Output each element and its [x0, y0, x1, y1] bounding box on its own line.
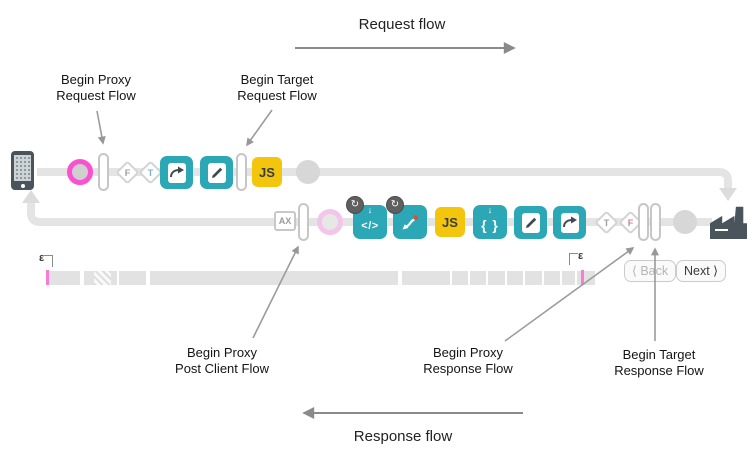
rotate-badge-icon: ↻ — [346, 196, 364, 214]
begin-proxy-post-client-flow-marker[interactable] — [298, 203, 309, 241]
condition-false-diamond[interactable]: F — [115, 160, 140, 185]
factory-door — [715, 228, 728, 231]
javascript-policy-step[interactable]: JS — [435, 207, 465, 237]
braces-icon: ↓ { } — [473, 205, 507, 239]
timeline-segment — [544, 271, 560, 285]
arrow-begin-proxy-request — [96, 110, 106, 145]
begin-proxy-response-flow-marker[interactable] — [638, 203, 649, 241]
response-flow-label: Response flow — [353, 428, 453, 445]
javascript-policy-step[interactable]: JS — [252, 157, 282, 187]
timeline-segment — [577, 271, 595, 285]
timeline-segment — [562, 271, 575, 285]
timeline-left-marker: ε — [39, 252, 54, 267]
begin-proxy-request-flow-marker[interactable] — [98, 153, 109, 191]
timeline-segment — [525, 271, 542, 285]
analytics-step[interactable]: AX — [274, 211, 296, 231]
request-flow-label: Request flow — [358, 16, 446, 33]
route-arrow-icon — [402, 215, 419, 230]
annotation-line: Post Client Flow — [175, 361, 269, 376]
timeline-segment — [48, 271, 80, 285]
epsilon-label: ε — [39, 252, 45, 264]
down-arrow-icon: ↓ — [487, 205, 493, 215]
annotation-line: Response Flow — [614, 363, 704, 378]
next-button[interactable]: Next ⟩ — [676, 260, 727, 282]
assign-message-policy-step[interactable] — [160, 156, 193, 189]
request-received-step[interactable] — [67, 159, 93, 185]
timeline-segment — [119, 271, 146, 285]
timeline-segment — [452, 271, 468, 285]
annotation-line: Begin Proxy — [60, 72, 132, 87]
code-glyph: </> — [361, 219, 379, 232]
condition-letter: T — [147, 167, 154, 178]
timeline-segment — [470, 271, 486, 285]
phone-home-button — [20, 184, 25, 188]
arrow-begin-proxy-post-client — [252, 245, 299, 339]
annotation-begin-proxy-response-flow: Begin Proxy Response Flow — [406, 345, 530, 377]
request-sent-step[interactable] — [296, 160, 320, 184]
back-button[interactable]: ⟨ Back — [624, 260, 677, 282]
condition-letter: F — [124, 167, 131, 178]
factory-shape — [710, 206, 747, 239]
timeline-tick-start — [46, 270, 49, 285]
response-sent-step[interactable] — [317, 209, 343, 235]
annotation-line: Begin Proxy — [186, 345, 258, 360]
timeline-segment — [402, 271, 450, 285]
to-client-arrowhead — [22, 190, 40, 203]
braces-glyph: { } — [481, 217, 499, 233]
red-dot — [413, 215, 419, 220]
rotate-badge-icon: ↻ — [386, 196, 404, 214]
begin-target-response-flow-marker[interactable] — [650, 203, 661, 241]
condition-true-diamond[interactable]: T — [138, 160, 163, 185]
epsilon-label: ε — [578, 250, 584, 262]
ax-label: AX — [278, 216, 292, 226]
arrow-begin-target-request — [246, 109, 273, 147]
edit-policy-step[interactable] — [514, 206, 547, 239]
client-smartphone-icon[interactable] — [11, 151, 34, 190]
assign-message-policy-step[interactable] — [553, 206, 586, 239]
condition-letter: F — [627, 217, 634, 228]
timeline-segment — [150, 271, 398, 285]
annotation-line: Response Flow — [423, 361, 513, 376]
timeline-tick-end — [581, 270, 584, 285]
condition-letter: T — [603, 217, 610, 228]
annotation-line: Begin Proxy — [432, 345, 504, 360]
route-policy-step[interactable]: ↻ — [386, 196, 427, 239]
annotation-begin-target-response-flow: Begin Target Response Flow — [597, 347, 721, 379]
bracket-right-icon — [44, 255, 54, 267]
bracket-left-icon — [569, 253, 578, 265]
to-target-arrowhead — [719, 188, 737, 201]
target-factory-icon[interactable] — [710, 204, 747, 239]
annotation-line: Request Flow — [56, 88, 136, 103]
response-received-step[interactable] — [673, 210, 697, 234]
annotation-begin-target-request-flow: Begin Target Request Flow — [215, 72, 339, 104]
pencil-icon — [207, 162, 226, 183]
js-label: JS — [259, 164, 275, 180]
js-label: JS — [442, 214, 458, 230]
annotation-line: Request Flow — [237, 88, 317, 103]
share-icon — [560, 212, 579, 233]
timeline-segment — [84, 271, 94, 285]
annotation-line: Begin Target — [240, 72, 314, 87]
phone-screen — [14, 155, 31, 181]
timeline-segment-hatched — [94, 271, 111, 285]
begin-target-request-flow-marker[interactable] — [236, 153, 247, 191]
timeline-track[interactable] — [48, 271, 595, 285]
edit-policy-step[interactable] — [200, 156, 233, 189]
annotation-line: Begin Target — [622, 347, 696, 362]
pencil-icon — [521, 212, 540, 233]
timeline-segment — [507, 271, 523, 285]
annotation-begin-proxy-request-flow: Begin Proxy Request Flow — [34, 72, 158, 104]
extract-variables-policy-step[interactable]: ↓ </> ↻ — [346, 196, 387, 239]
share-icon — [167, 162, 186, 183]
json-policy-step[interactable]: ↓ { } — [473, 205, 507, 239]
timeline-segment — [488, 271, 505, 285]
timeline-right-marker: ε — [569, 251, 583, 265]
annotation-begin-proxy-post-client-flow: Begin Proxy Post Client Flow — [160, 345, 284, 377]
timeline-segment — [111, 271, 117, 285]
condition-true-diamond[interactable]: T — [594, 210, 619, 235]
